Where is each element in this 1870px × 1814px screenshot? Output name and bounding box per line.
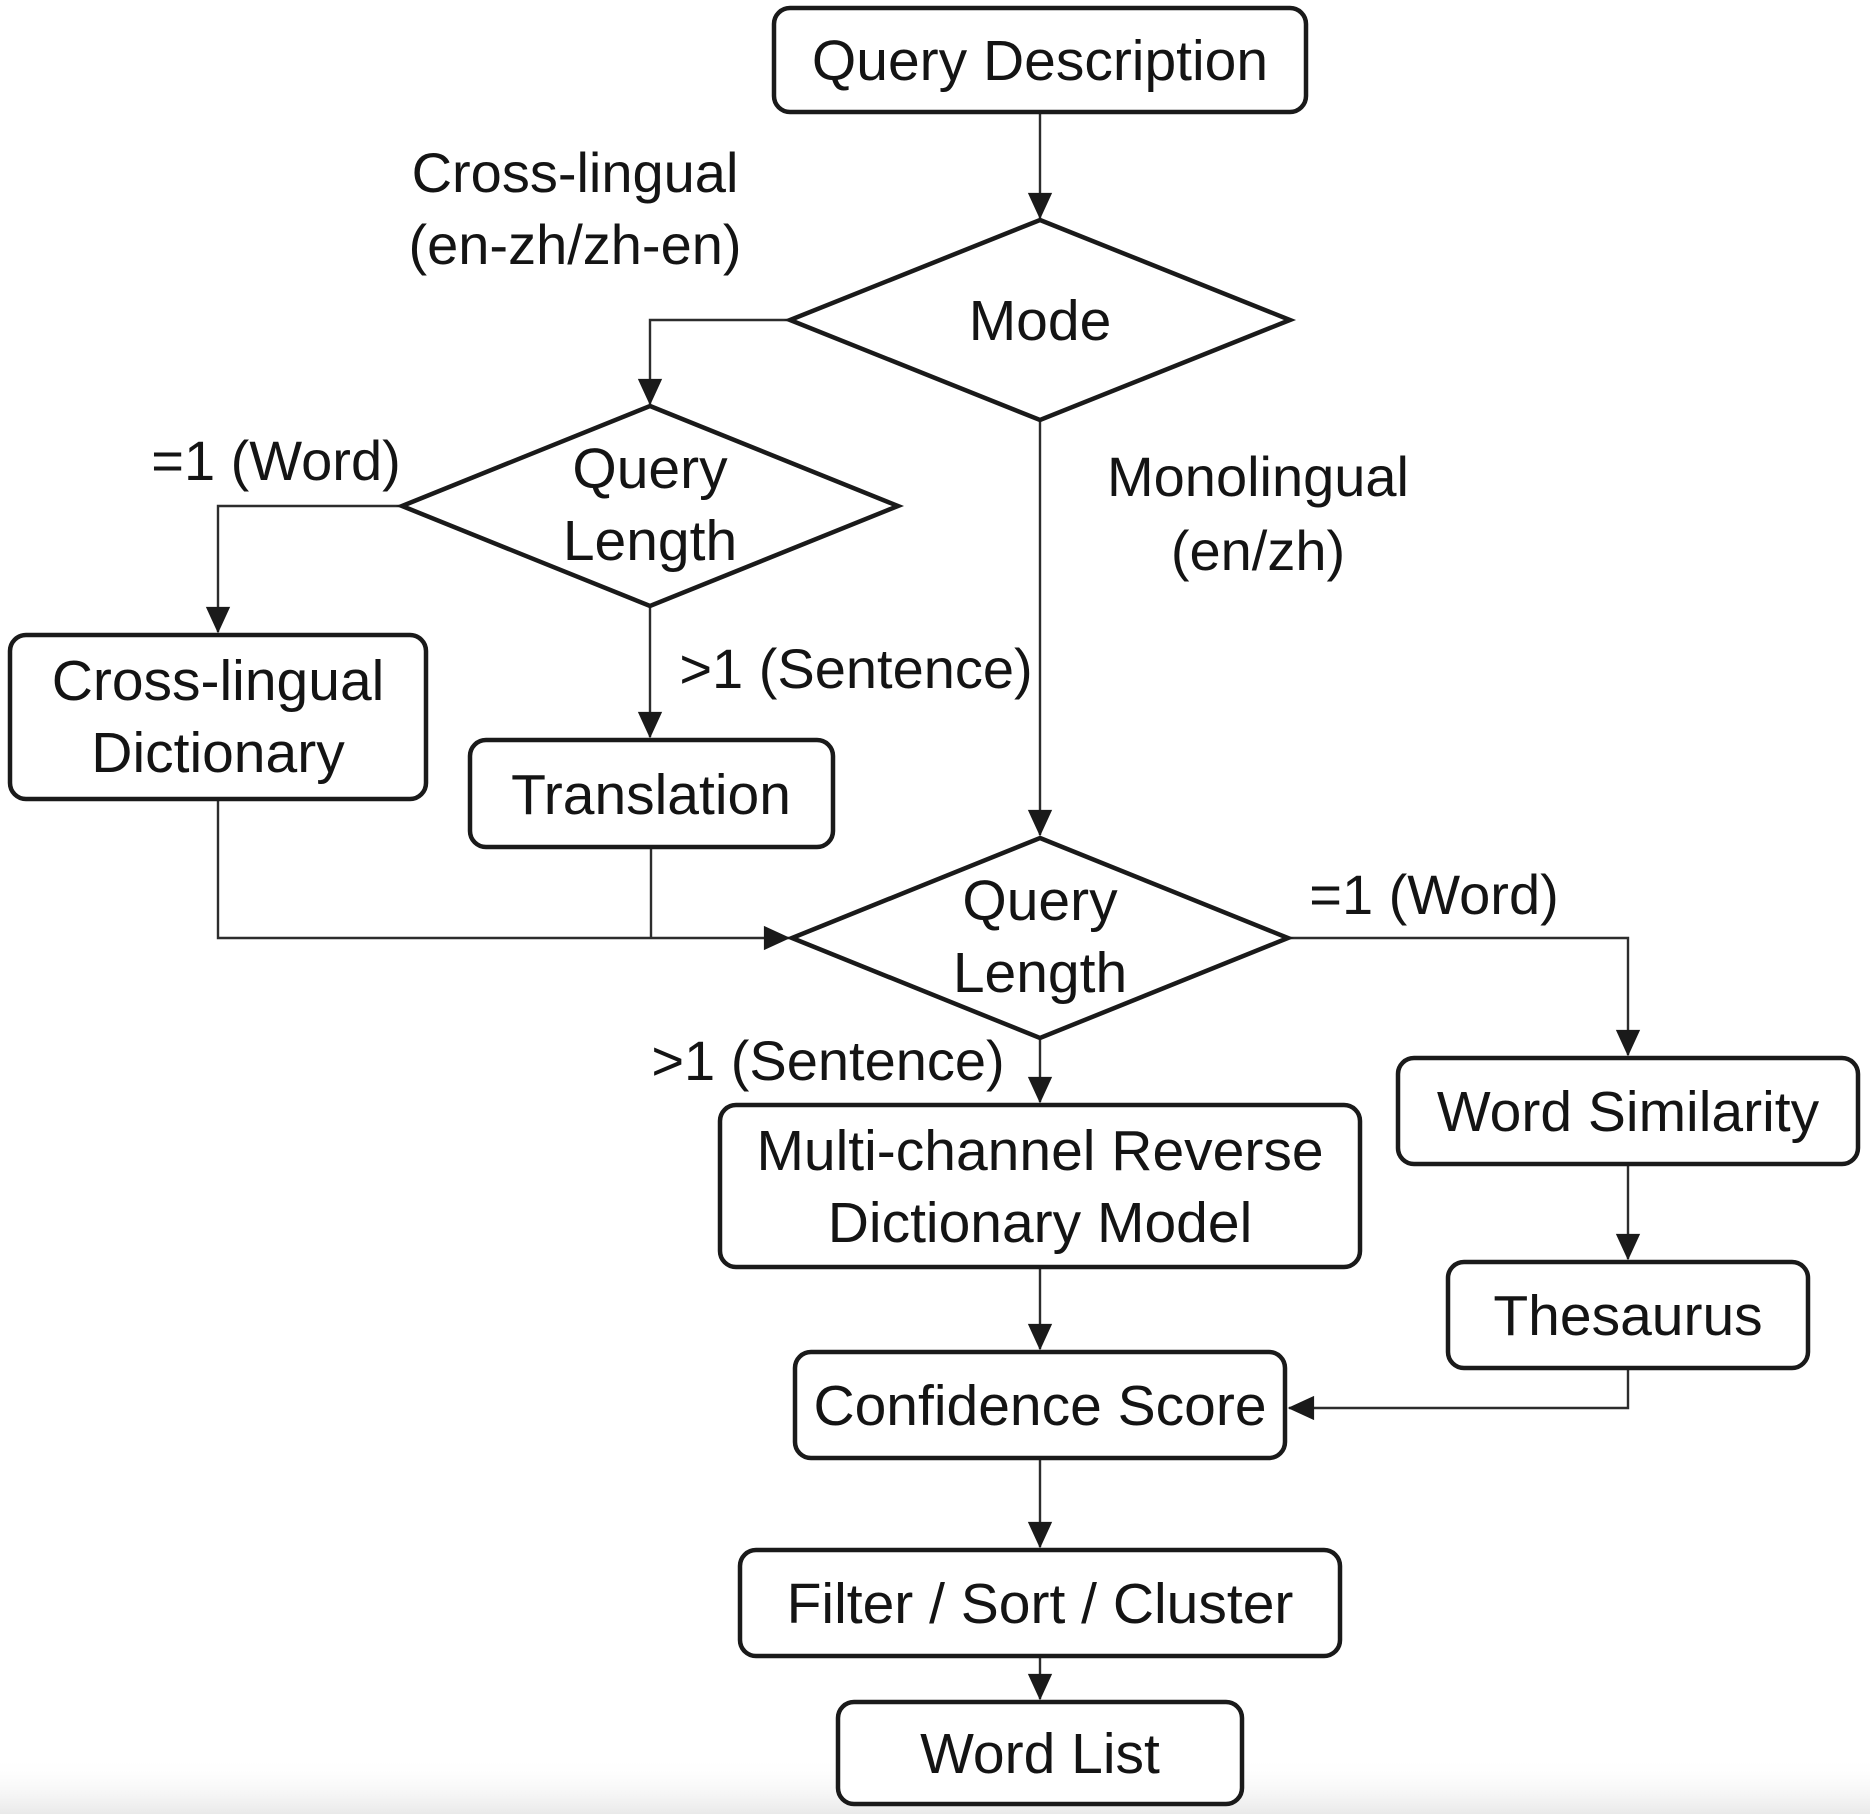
multi-channel-model-label-line2: Dictionary Model [828, 1191, 1253, 1255]
query-length-2-diamond [785, 835, 1295, 1041]
thesaurus-box [1445, 1259, 1811, 1371]
edge-label-cross-lingual-line1: Cross-lingual [412, 141, 739, 204]
query-length-1-label-line2: Length [563, 509, 737, 573]
word-list-box [835, 1699, 1245, 1807]
query-description-box [771, 5, 1309, 115]
node-mode-decision: Mode [783, 217, 1297, 423]
mode-diamond [783, 217, 1297, 423]
node-word-list: Word List [835, 1699, 1245, 1807]
edge-mode-to-querylength1 [637, 318, 790, 406]
word-similarity-label: Word Similarity [1437, 1080, 1820, 1144]
translation-box [467, 737, 836, 850]
cross-lingual-dictionary-label-line1: Cross-lingual [52, 649, 385, 713]
node-multi-channel-model: Multi-channel Reverse Dictionary Model [717, 1102, 1363, 1270]
edge-label-eq1-word-right: =1 (Word) [1309, 863, 1558, 926]
query-length-1-diamond [395, 403, 905, 609]
multi-channel-model-label-line1: Multi-channel Reverse [756, 1119, 1323, 1183]
edge-label-cross-lingual-line2: (en-zh/zh-en) [408, 213, 741, 276]
edge-thesaurus-to-confidencescore [1287, 1368, 1630, 1421]
edge-querylength1-to-crosslingualdictionary [205, 504, 402, 634]
edge-label-monolingual-line1: Monolingual [1107, 445, 1409, 508]
translation-label: Translation [511, 763, 791, 827]
edge-label-eq1-word-left: =1 (Word) [151, 429, 400, 492]
edge-crosslingualdictionary-to-querylength2 [216, 799, 791, 951]
node-word-similarity: Word Similarity [1395, 1055, 1861, 1167]
filter-sort-cluster-box [737, 1547, 1343, 1659]
edge-label-gt1-sentence-center: >1 (Sentence) [651, 1029, 1004, 1092]
cross-lingual-dictionary-box [7, 632, 429, 802]
thesaurus-label: Thesaurus [1493, 1284, 1762, 1348]
node-translation: Translation [467, 737, 836, 850]
edge-label-monolingual-line2: (en/zh) [1171, 519, 1345, 582]
node-filter-sort-cluster: Filter / Sort / Cluster [737, 1547, 1343, 1659]
node-query-length-2-decision: Query Length [785, 835, 1295, 1041]
mode-label: Mode [969, 289, 1112, 353]
node-cross-lingual-dictionary: Cross-lingual Dictionary [7, 632, 429, 802]
edge-label-gt1-sentence-left: >1 (Sentence) [679, 637, 1032, 700]
word-list-label: Word List [920, 1722, 1160, 1786]
confidence-score-box [792, 1349, 1288, 1461]
node-query-description: Query Description [771, 5, 1309, 115]
node-query-length-1-decision: Query Length [395, 403, 905, 609]
query-length-2-label-line1: Query [962, 869, 1118, 933]
node-confidence-score: Confidence Score [792, 1349, 1288, 1461]
query-length-2-label-line2: Length [953, 941, 1127, 1005]
word-similarity-box [1395, 1055, 1861, 1167]
filter-sort-cluster-label: Filter / Sort / Cluster [787, 1572, 1294, 1636]
edge-labels: Cross-lingual (en-zh/zh-en) =1 (Word) >1… [151, 141, 1558, 1092]
confidence-score-label: Confidence Score [813, 1374, 1266, 1438]
query-description-label: Query Description [812, 29, 1268, 93]
multi-channel-model-box [717, 1102, 1363, 1270]
cross-lingual-dictionary-label-line2: Dictionary [91, 721, 345, 785]
edge-querylength2-to-wordsimilarity [1288, 936, 1641, 1057]
query-length-1-label-line1: Query [572, 437, 728, 501]
connectors [205, 112, 1641, 1701]
node-thesaurus: Thesaurus [1445, 1259, 1811, 1371]
